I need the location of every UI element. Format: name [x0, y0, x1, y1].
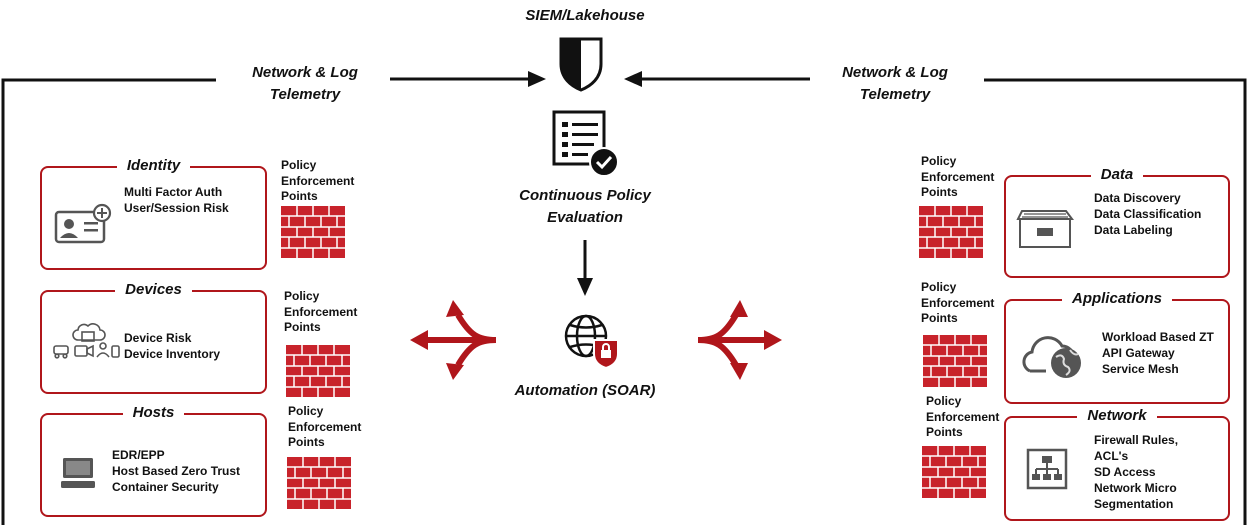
- siem-label: SIEM/Lakehouse: [525, 7, 645, 24]
- split-arrows-left-icon: [410, 300, 497, 380]
- list-item: API Gateway: [1102, 346, 1175, 360]
- hosts-title: Hosts: [122, 404, 185, 421]
- list-item: User/Session Risk: [124, 201, 229, 215]
- hosts-box: Hosts EDR/EPP Host Based Zero Trust Cont…: [40, 404, 267, 517]
- hosts-items: EDR/EPP Host Based Zero Trust Container …: [112, 447, 240, 495]
- list-item: Container Security: [112, 480, 219, 494]
- list-item: Network Micro: [1094, 481, 1177, 495]
- list-item: Device Risk: [124, 331, 192, 345]
- firewall-icon: [921, 445, 987, 499]
- identity-items: Multi Factor Auth User/Session Risk: [124, 184, 229, 216]
- telemetry-left-label: Network & Log Telemetry: [252, 64, 358, 103]
- data-title: Data: [1090, 166, 1144, 183]
- pep-label-right-1: Policy Enforcement Points: [921, 154, 995, 199]
- list-item: SD Access: [1094, 465, 1156, 479]
- devices-items: Device Risk Device Inventory: [124, 330, 220, 362]
- telemetry-right-label: Network & Log Telemetry: [842, 64, 948, 103]
- list-item: Device Inventory: [124, 347, 221, 361]
- cloud-globe-icon: [1022, 336, 1081, 378]
- split-arrows-right-icon: [697, 300, 782, 380]
- network-box: Network Firewall Rules, ACL's SD Access …: [1004, 407, 1230, 521]
- applications-items: Workload Based ZT API Gateway Service Me…: [1102, 329, 1214, 377]
- pep-label-right-3: Policy Enforcement Points: [926, 394, 1000, 439]
- devices-icon: [53, 323, 120, 359]
- list-item: Data Discovery: [1094, 191, 1181, 205]
- firewall-icon: [922, 334, 988, 388]
- pep-label-left-2: Policy Enforcement Points: [284, 289, 358, 334]
- devices-box: Devices Device Risk Device Inventory: [40, 281, 267, 394]
- list-item: Multi Factor Auth: [124, 185, 223, 199]
- user-card-icon: [54, 203, 112, 244]
- firewall-icon: [280, 205, 346, 259]
- pep-label-left-3: Policy Enforcement Points: [288, 404, 362, 449]
- list-item: ACL's: [1094, 449, 1129, 463]
- archive-icon: [1016, 210, 1074, 248]
- pep-label-left-1: Policy Enforcement Points: [281, 158, 355, 203]
- globe-lock-icon: [564, 314, 619, 370]
- checklist-icon: [552, 110, 619, 177]
- data-box: Data Data Discovery Data Classification …: [1004, 166, 1230, 278]
- computer-icon: [61, 458, 95, 488]
- list-item: Data Labeling: [1094, 223, 1173, 237]
- data-items: Data Discovery Data Classification Data …: [1094, 190, 1201, 238]
- shield-icon: [559, 37, 603, 92]
- network-title: Network: [1077, 407, 1157, 424]
- firewall-icon: [285, 344, 351, 398]
- list-item: Segmentation: [1094, 497, 1174, 511]
- list-item: EDR/EPP: [112, 448, 165, 462]
- list-item: Host Based Zero Trust: [112, 464, 241, 478]
- firewall-icon: [918, 205, 984, 259]
- devices-title: Devices: [115, 281, 192, 298]
- list-item: Firewall Rules,: [1094, 433, 1179, 447]
- identity-title: Identity: [116, 157, 191, 174]
- applications-title: Applications: [1061, 290, 1172, 307]
- identity-box: Identity Multi Factor Auth User/Session …: [40, 157, 267, 270]
- network-items: Firewall Rules, ACL's SD Access Network …: [1094, 432, 1178, 512]
- list-item: Data Classification: [1094, 207, 1202, 221]
- network-topology-icon: [1026, 448, 1068, 490]
- pep-label-right-2: Policy Enforcement Points: [921, 280, 995, 325]
- list-item: Service Mesh: [1102, 362, 1179, 376]
- list-item: Workload Based ZT: [1102, 330, 1214, 344]
- firewall-icon: [286, 456, 352, 510]
- applications-box: Applications Workload Based ZT API Gatew…: [1004, 290, 1230, 404]
- policy-eval-label: Continuous Policy Evaluation: [519, 187, 651, 226]
- automation-label: Automation (SOAR): [514, 382, 656, 399]
